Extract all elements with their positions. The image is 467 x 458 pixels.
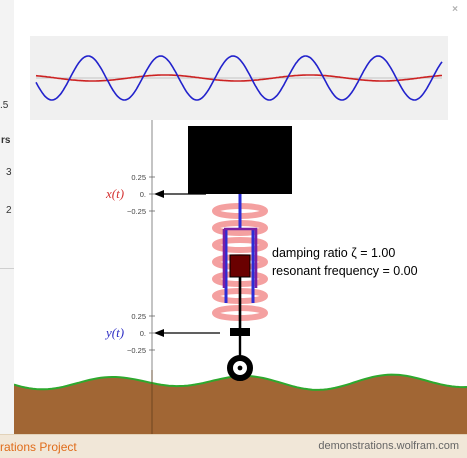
footer-project-link[interactable]: rations Project [0, 440, 77, 454]
damping-ratio-label: damping ratio ζ = 1.00 [272, 246, 395, 260]
ground-displacement-curve [35, 74, 442, 82]
y-tick-label: 0. [140, 329, 146, 338]
lower-connector [230, 328, 250, 336]
y-arrow-head [154, 329, 164, 337]
x-tick-label: 0. [140, 190, 146, 199]
wheel-hub [237, 365, 243, 371]
control-value-label: 2 [6, 205, 12, 216]
footer-site-link[interactable]: demonstrations.wolfram.com [318, 440, 459, 452]
x-arrow-head [154, 190, 164, 198]
y-of-t-label: y(t) [104, 325, 124, 340]
y-tick-label: 0.25 [131, 312, 146, 321]
x-tick-label: −0.25 [127, 207, 146, 216]
panel-divider [0, 268, 14, 269]
close-icon: × [452, 3, 458, 15]
x-tick-label: 0.25 [131, 173, 146, 182]
ground-terrain [14, 374, 467, 434]
control-heading-label: rs [1, 135, 11, 146]
control-panel-strip: .5 rs 3 2 [0, 0, 14, 434]
spring-loop [212, 237, 268, 253]
mass-displacement-curve [35, 55, 443, 101]
damper-cylinder [222, 227, 258, 288]
mass-block [188, 126, 292, 194]
control-value-label: 3 [6, 167, 12, 178]
close-button[interactable]: × [448, 2, 462, 16]
x-of-t-label: x(t) [105, 186, 124, 201]
footer-bar: rations Project demonstrations.wolfram.c… [0, 434, 467, 458]
y-tick-label: −0.25 [127, 346, 146, 355]
spring-mass-damper-scene: 0.25 0. −0.25 0.25 0. −0.25 x(t) y(t) da… [14, 120, 467, 434]
damper-piston [229, 254, 251, 278]
control-value-label: .5 [0, 100, 9, 111]
resonant-frequency-label: resonant frequency = 0.00 [272, 264, 418, 278]
wheel [227, 355, 253, 381]
response-wave-plot [30, 36, 448, 120]
